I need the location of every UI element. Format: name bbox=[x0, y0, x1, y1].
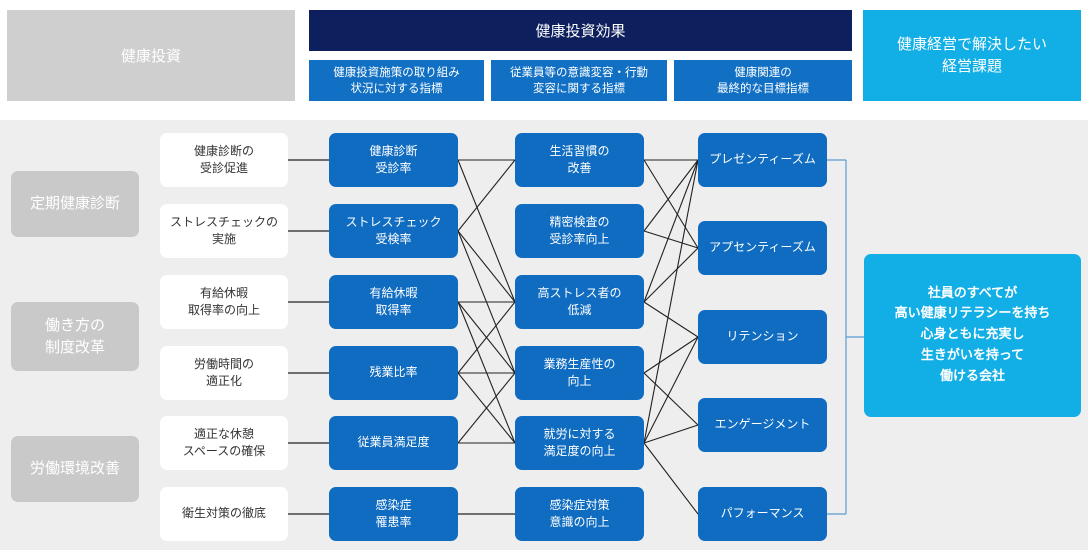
link-behavior-final bbox=[643, 159, 699, 303]
header-health-investment: 健康投資 bbox=[7, 10, 295, 101]
initiative-working-hours: 労働時間の 適正化 bbox=[160, 346, 288, 400]
indicator-overtime-ratio: 残業比率 bbox=[329, 346, 458, 400]
link-behavior-final bbox=[643, 424, 699, 444]
behavior-work-satisfaction: 就労に対する 満足度の向上 bbox=[515, 416, 644, 470]
indicator-employee-satisfaction: 従業員満足度 bbox=[329, 416, 458, 470]
category-periodic-checkup: 定期健康診断 bbox=[11, 171, 139, 237]
link-behavior-final bbox=[643, 159, 699, 232]
final-engagement: エンゲージメント bbox=[698, 398, 827, 452]
link-behavior-final bbox=[643, 372, 699, 426]
initiative-rest-space: 適正な休憩 スペースの確保 bbox=[160, 416, 288, 470]
indicator-paid-leave-rate: 有給休暇 取得率 bbox=[329, 275, 458, 329]
behavior-productivity: 業務生産性の 向上 bbox=[515, 346, 644, 400]
final-performance: パフォーマンス bbox=[698, 487, 827, 541]
link-indicator-behavior bbox=[457, 301, 516, 374]
header-effect-sub-2: 従業員等の意識変容・行動 変容に関する指標 bbox=[491, 60, 667, 101]
behavior-infection-awareness: 感染症対策 意識の向上 bbox=[515, 487, 644, 541]
link-behavior-final bbox=[643, 442, 699, 515]
indicator-infection-rate: 感染症 罹患率 bbox=[329, 487, 458, 541]
behavior-detailed-exam: 精密検査の 受診率向上 bbox=[515, 204, 644, 258]
category-work-environment: 労働環境改善 bbox=[11, 436, 139, 502]
link-behavior-final bbox=[643, 336, 699, 374]
link-behavior-final bbox=[643, 159, 699, 444]
link-indicator-behavior bbox=[457, 159, 516, 232]
initiative-paid-leave: 有給休暇 取得率の向上 bbox=[160, 275, 288, 329]
link-indicator-behavior bbox=[457, 230, 516, 303]
category-work-style-reform: 働き方の 制度改革 bbox=[11, 302, 139, 371]
link-behavior-final bbox=[643, 159, 699, 249]
link-behavior-final bbox=[643, 336, 699, 444]
behavior-high-stress: 高ストレス者の 低減 bbox=[515, 275, 644, 329]
behavior-lifestyle: 生活習慣の 改善 bbox=[515, 133, 644, 187]
link-behavior-final bbox=[643, 301, 699, 338]
link-behavior-final bbox=[643, 230, 699, 249]
initiative-checkup-promotion: 健康診断の 受診促進 bbox=[160, 133, 288, 187]
initiative-stress-check: ストレスチェックの 実施 bbox=[160, 204, 288, 258]
final-absenteeism: アプセンティーズム bbox=[698, 221, 827, 275]
header-effect-sub-1: 健康投資施策の取り組み 状況に対する指標 bbox=[309, 60, 484, 101]
header-investment-effect: 健康投資効果 bbox=[309, 10, 852, 51]
header-business-issue: 健康経営で解決したい 経営課題 bbox=[863, 10, 1081, 101]
final-presenteeism: プレゼンティーズム bbox=[698, 133, 827, 187]
header-effect-sub-3: 健康関連の 最終的な目標指標 bbox=[674, 60, 852, 101]
initiative-hygiene: 衛生対策の徹底 bbox=[160, 487, 288, 541]
link-indicator-behavior bbox=[457, 159, 516, 303]
goal-company: 社員のすべてが 高い健康リテラシーを持ち 心身ともに充実し 生きがいを持って 働… bbox=[864, 254, 1081, 417]
link-behavior-final bbox=[643, 247, 699, 303]
final-retention: リテンション bbox=[698, 310, 827, 364]
indicator-stress-check-rate: ストレスチェック 受検率 bbox=[329, 204, 458, 258]
link-indicator-behavior bbox=[457, 372, 516, 444]
indicator-checkup-rate: 健康診断 受診率 bbox=[329, 133, 458, 187]
